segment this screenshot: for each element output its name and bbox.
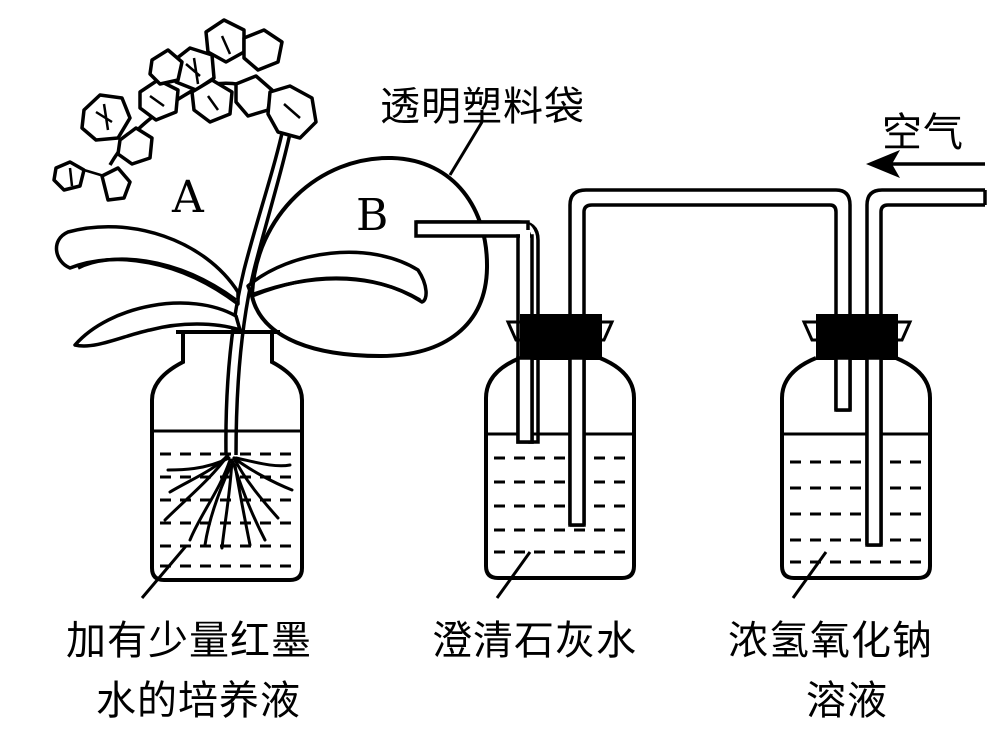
naoh-label-leader	[791, 551, 828, 599]
label-culture-line1: 加有少量红墨	[66, 618, 312, 664]
connecting-tube	[568, 188, 852, 527]
plant-leaves	[54, 224, 428, 348]
label-limewater: 澄清石灰水	[432, 618, 637, 664]
limewater-liquid-dashes	[494, 456, 630, 554]
naoh-stopper	[801, 314, 913, 360]
bag-outlet-tube-body	[414, 220, 530, 238]
label-naoh-line1: 浓氢氧化钠	[728, 618, 933, 664]
air-inlet-tube	[865, 188, 987, 547]
transparent-bag	[249, 155, 490, 359]
naoh-liquid-dashes	[790, 460, 926, 564]
limewater-label-leader	[495, 551, 532, 599]
bag-label-leader	[448, 121, 484, 176]
naoh-bottle	[780, 356, 932, 580]
label-a: A	[172, 172, 204, 223]
flower-details	[68, 35, 301, 187]
label-culture-line2: 水的培养液	[96, 678, 301, 724]
label-b: B	[356, 190, 389, 241]
label-naoh-line2: 溶液	[806, 678, 888, 724]
label-transparent-bag: 透明塑料袋	[380, 84, 585, 130]
label-air: 空气	[882, 110, 964, 156]
plant-roots	[163, 453, 294, 550]
air-flow-arrow	[866, 150, 985, 178]
culture-liquid-dashes	[160, 452, 298, 568]
culture-label-leader	[140, 545, 188, 599]
limewater-bottle	[484, 356, 636, 580]
culture-bottle	[150, 330, 304, 582]
orchid-flowers	[52, 18, 318, 202]
limewater-stopper	[505, 314, 615, 360]
